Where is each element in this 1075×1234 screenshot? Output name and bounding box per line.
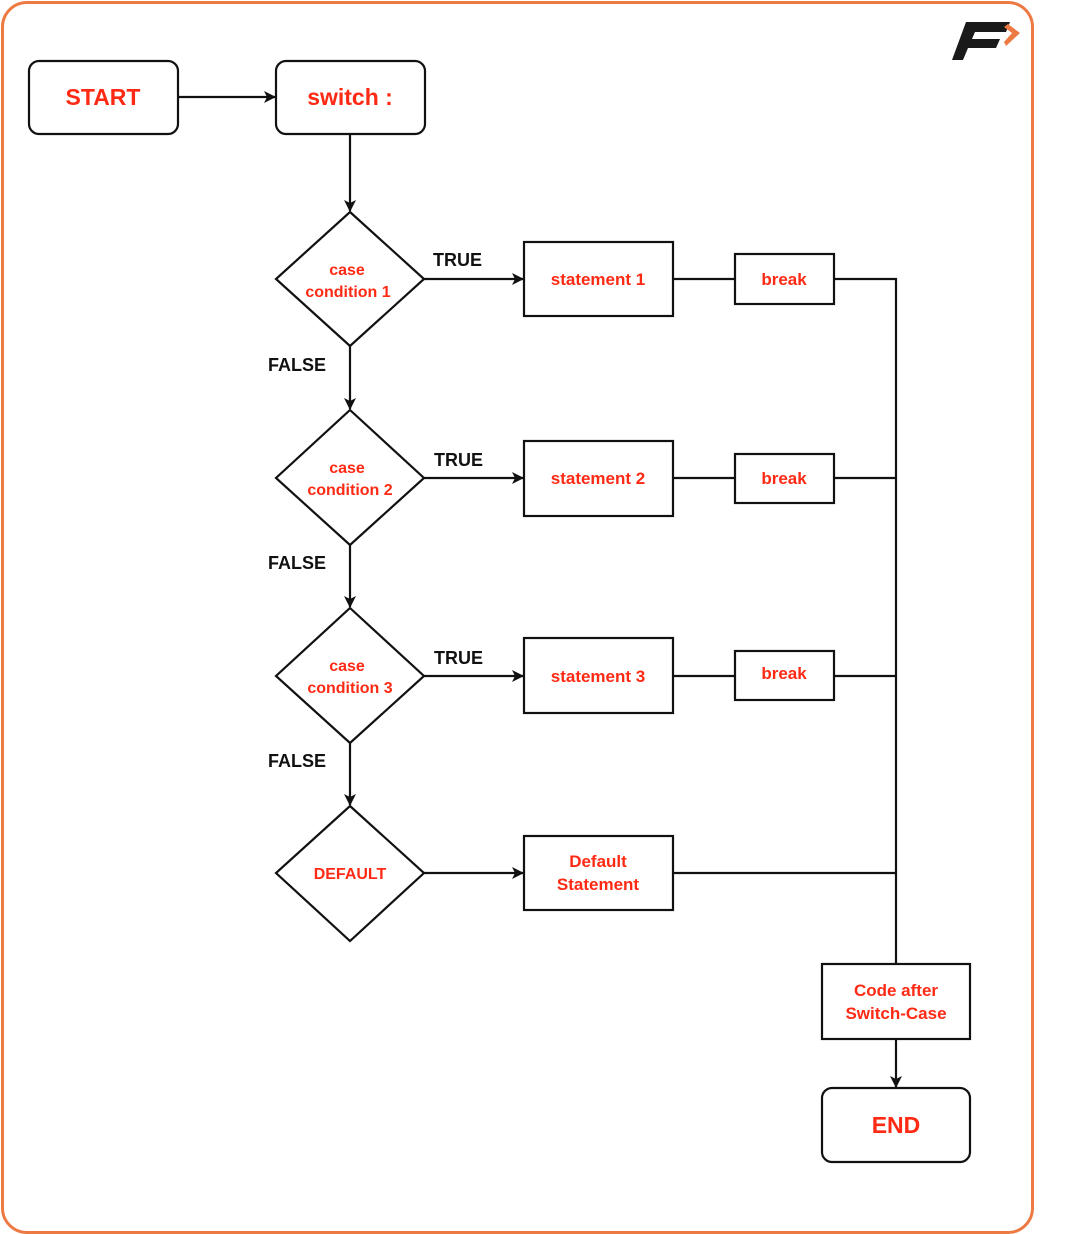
after-label-line1: Code after <box>854 981 938 1000</box>
break2-label: break <box>761 469 807 488</box>
break3-node <box>733 649 836 702</box>
start-node <box>27 59 180 136</box>
case2-label-line1: case <box>329 460 365 477</box>
default-statement-node <box>522 834 675 912</box>
after-node <box>820 962 972 1041</box>
case1-label-line1: case <box>329 262 365 279</box>
true-label-1: TRUE <box>433 250 482 270</box>
case3-label-line1: case <box>329 658 365 675</box>
default-statement-line1: Default <box>569 852 627 871</box>
break1-label: break <box>761 270 807 289</box>
default-decision <box>274 804 426 943</box>
switch-label: switch : <box>307 84 393 110</box>
case3-label-line2: condition 3 <box>307 680 392 697</box>
default-statement-line2: Statement <box>557 875 640 894</box>
false-label-2: FALSE <box>268 553 326 573</box>
start-label: START <box>66 84 141 110</box>
false-label-1: FALSE <box>268 355 326 375</box>
statement1-node <box>522 240 675 318</box>
end-node <box>820 1086 972 1164</box>
end-label: END <box>872 1112 921 1138</box>
false-label-3: FALSE <box>268 751 326 771</box>
edge-break1-bus <box>834 277 898 964</box>
statement2-label: statement 2 <box>551 469 645 488</box>
default-label: DEFAULT <box>314 866 387 883</box>
case2-decision <box>274 408 426 547</box>
break1-node <box>733 252 836 306</box>
statement3-label: statement 3 <box>551 667 645 686</box>
after-label-line2: Switch-Case <box>845 1004 946 1023</box>
true-label-2: TRUE <box>434 450 483 470</box>
true-label-3: TRUE <box>434 648 483 668</box>
break2-node <box>733 452 836 505</box>
switch-node <box>274 59 427 136</box>
break3-label: break <box>761 664 807 683</box>
case3-decision <box>274 606 426 745</box>
statement1-label: statement 1 <box>551 270 645 289</box>
brand-logo-icon <box>952 22 1020 60</box>
case2-label-line2: condition 2 <box>307 482 392 499</box>
statement2-node <box>522 439 675 518</box>
case1-label-line2: condition 1 <box>305 284 390 301</box>
statement3-node <box>522 636 675 715</box>
case1-decision <box>274 210 426 348</box>
